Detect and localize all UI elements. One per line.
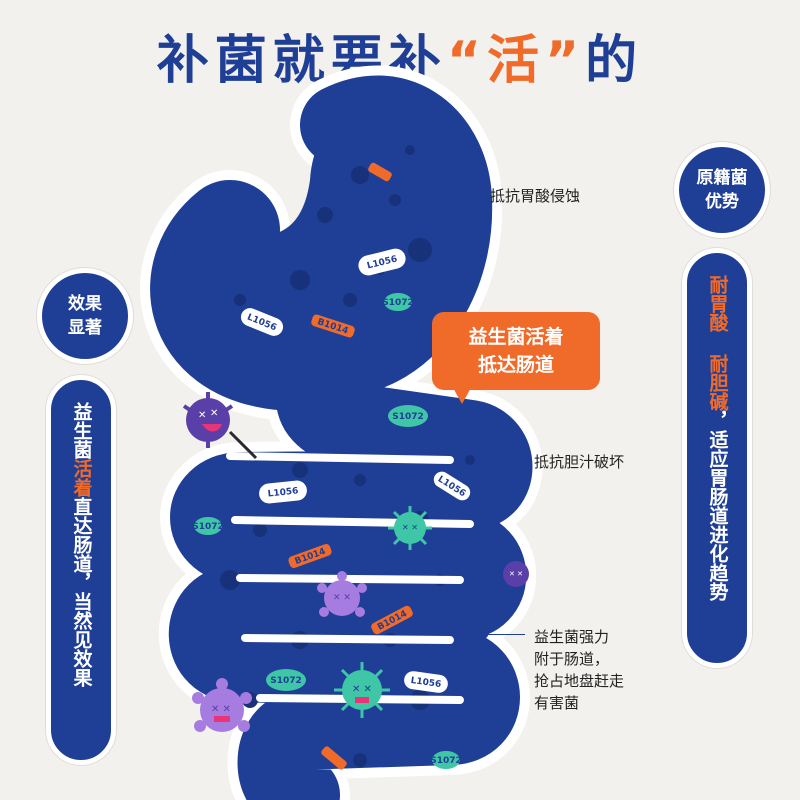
callout-line2: 抵达肠道: [477, 354, 554, 376]
tag-l1056-b: L1056: [240, 308, 284, 336]
stomach: [197, 124, 440, 348]
svg-text:L1056: L1056: [410, 676, 442, 690]
svg-text:L1056: L1056: [267, 486, 299, 499]
headline-part2: 的: [585, 31, 644, 91]
annotation-dot-adhere: [482, 632, 488, 638]
annotation-bile: 抵抗胆汁破坏: [534, 453, 625, 471]
callout-tail: [452, 386, 472, 404]
svg-text:S1072: S1072: [270, 676, 302, 686]
svg-text:S1072: S1072: [382, 298, 414, 308]
annotation-adhere-line3: 抢占地盘赶走: [534, 672, 625, 690]
right-badge-line2: 优势: [705, 192, 739, 212]
left-badge-line1: 效果: [68, 294, 102, 314]
harmful-virus-2: ✕ ✕: [334, 662, 390, 718]
left-pill-seg-orange: 活着: [70, 459, 93, 497]
annotation-adhere: 益生菌强力 附于肠道， 抢占地盘赶走 有害菌: [534, 626, 624, 714]
tag-s1072-d: S1072: [266, 669, 306, 691]
annotation-line-adhere: [485, 634, 525, 635]
annotation-adhere-line1: 益生菌强力: [534, 628, 610, 646]
harmful-virus-1: ✕ ✕: [388, 506, 432, 550]
callout-bubble: 益生菌活着 抵达肠道: [432, 312, 600, 390]
svg-text:✕: ✕: [198, 410, 206, 421]
tag-s1072-c: S1072: [192, 517, 224, 535]
left-pill-seg2: 直达肠道，: [70, 497, 93, 592]
annotation-stomach: 抵抗胃酸侵蚀: [490, 187, 581, 205]
annotation-line-stomach: [473, 195, 483, 196]
harmful-microbe-3: ✕ ✕: [192, 678, 252, 732]
svg-text:✕ ✕: ✕ ✕: [333, 593, 351, 603]
left-pill-seg1: 益生菌: [70, 402, 93, 459]
right-pill-seg-orange1: 耐胃酸: [706, 275, 729, 332]
svg-text:✕ ✕: ✕ ✕: [352, 684, 372, 695]
left-badge: 效果 显著: [37, 268, 133, 364]
tag-s1072-a: S1072: [382, 293, 414, 311]
right-pill-seg1: 适应胃肠道进化趋势: [706, 430, 729, 601]
svg-text:✕ ✕: ✕ ✕: [211, 704, 231, 715]
headline: 补菌就要补“活”的: [0, 18, 800, 93]
tag-s1072-e: S1072: [430, 751, 462, 769]
annotation-dot-stomach: [470, 193, 476, 199]
tag-l1056-c: L1056: [259, 480, 307, 504]
tag-s1072-b: S1072: [388, 405, 428, 427]
headline-accent: “活”: [446, 31, 586, 91]
svg-text:✕: ✕: [210, 408, 218, 419]
tag-b1014-b: [368, 162, 392, 182]
right-pill-seg-orange2: 耐胆碱: [706, 354, 729, 411]
right-pill-text: 耐胃酸 耐胆碱，适应胃肠道进化趋势: [705, 275, 730, 601]
svg-text:S1072: S1072: [430, 756, 462, 766]
right-pill-seg-comma: ，: [706, 411, 729, 430]
svg-text:S1072: S1072: [392, 412, 424, 422]
annotation-line-bile: [516, 461, 530, 462]
annotation-adhere-line2: 附于肠道，: [534, 650, 610, 668]
tag-b1014-e: [321, 746, 347, 770]
left-pill-seg3: 当然见效果: [70, 592, 93, 687]
harmful-microbe-4: ✕ ✕: [503, 561, 529, 587]
tag-l1056-a: L1056: [358, 248, 406, 276]
svg-text:✕ ✕: ✕ ✕: [509, 570, 523, 578]
annotation-adhere-line4: 有害菌: [534, 694, 580, 712]
right-pill: 耐胃酸 耐胆碱，适应胃肠道进化趋势: [682, 248, 752, 668]
harmful-microbe-1: ✕ ✕: [182, 392, 258, 460]
harmful-microbe-2: ✕ ✕: [317, 571, 367, 617]
svg-text:✕ ✕: ✕ ✕: [402, 523, 418, 532]
right-badge: 原籍菌 优势: [674, 142, 770, 238]
left-pill: 益生菌活着直达肠道，当然见效果: [46, 375, 116, 765]
left-pill-text: 益生菌活着直达肠道，当然见效果: [69, 402, 94, 687]
tag-l1056-e: L1056: [404, 671, 448, 693]
right-badge-line1: 原籍菌: [696, 168, 748, 188]
svg-text:S1072: S1072: [192, 522, 224, 532]
left-badge-line2: 显著: [68, 318, 102, 338]
callout-line1: 益生菌活着: [468, 326, 564, 348]
